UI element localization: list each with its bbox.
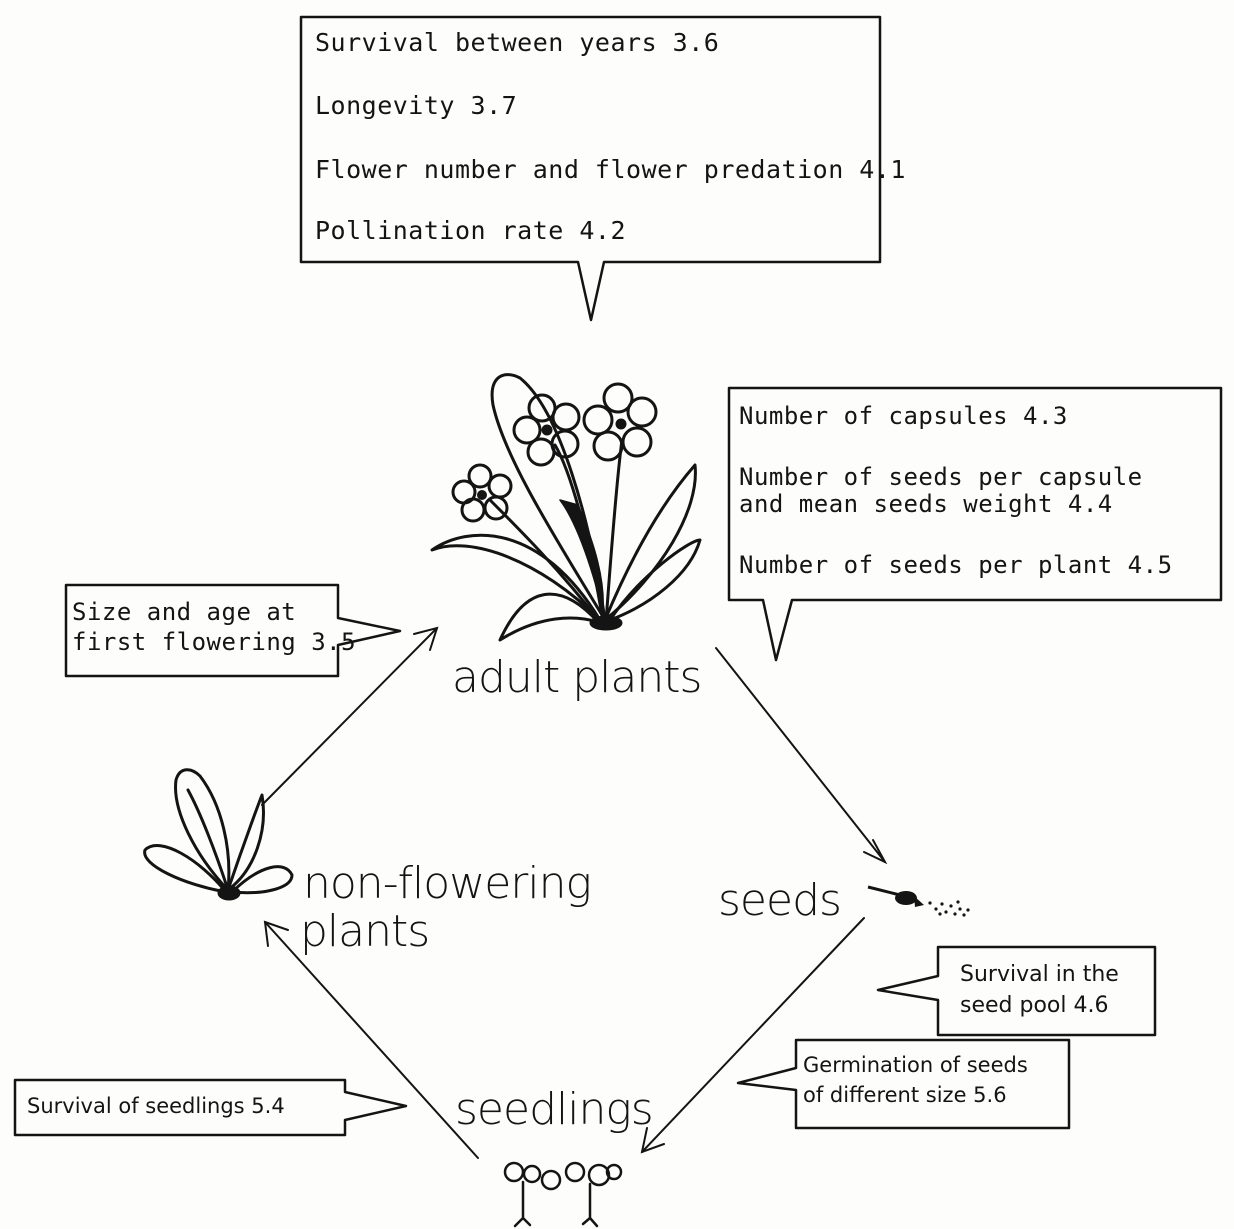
seedlings-icon	[503, 1161, 623, 1228]
stage-label-nonflowering: plants	[300, 906, 430, 957]
box-line: Germination of seeds	[803, 1053, 1028, 1077]
rosette-icon	[143, 768, 294, 901]
adult-plant-icon	[430, 373, 702, 642]
box-line: Survival between years 3.6	[315, 28, 720, 57]
seed-capsule-icon	[867, 885, 970, 917]
box-line: Flower number and flower predation 4.1	[315, 155, 906, 184]
top-annotation-box	[299, 15, 882, 322]
capsules-annotation-box	[727, 386, 1223, 662]
box-line: and mean seeds weight 4.4	[739, 490, 1113, 518]
box-line: Survival in the	[960, 962, 1119, 987]
box-line: first flowering 3.5	[72, 628, 357, 656]
box-line: Size and age at	[72, 598, 297, 626]
box-line: Longevity 3.7	[315, 91, 518, 120]
seedpool-annotation-box	[876, 945, 1157, 1037]
seedlings-annotation-box	[13, 1078, 408, 1137]
box-line: Number of capsules 4.3	[739, 402, 1068, 430]
box-line: of different size 5.6	[803, 1083, 1007, 1107]
box-line: Pollination rate 4.2	[315, 216, 627, 245]
germination-annotation-box	[736, 1038, 1071, 1130]
arrow-nonflowering-to-adult	[261, 626, 439, 806]
box-line: seed pool 4.6	[960, 993, 1109, 1018]
stage-label-adult: adult plants	[452, 652, 702, 703]
flower-icon	[451, 463, 513, 523]
flower-icon	[582, 382, 658, 462]
stage-label-seeds: seeds	[718, 875, 842, 926]
box-line: Number of seeds per capsule	[739, 463, 1143, 491]
stage-label-nonflowering: non-flowering	[303, 858, 592, 909]
flower-icon	[512, 393, 581, 467]
flowering-annotation-box	[64, 583, 402, 678]
arrow-seeds-to-seedlings	[640, 917, 865, 1154]
arrow-seedlings-to-nonflowering	[263, 920, 479, 1159]
stage-label-seedlings: seedlings	[455, 1084, 654, 1135]
box-line: Number of seeds per plant 4.5	[739, 551, 1173, 579]
arrow-adult-to-seeds	[715, 647, 888, 865]
box-line: Survival of seedlings 5.4	[27, 1094, 285, 1118]
